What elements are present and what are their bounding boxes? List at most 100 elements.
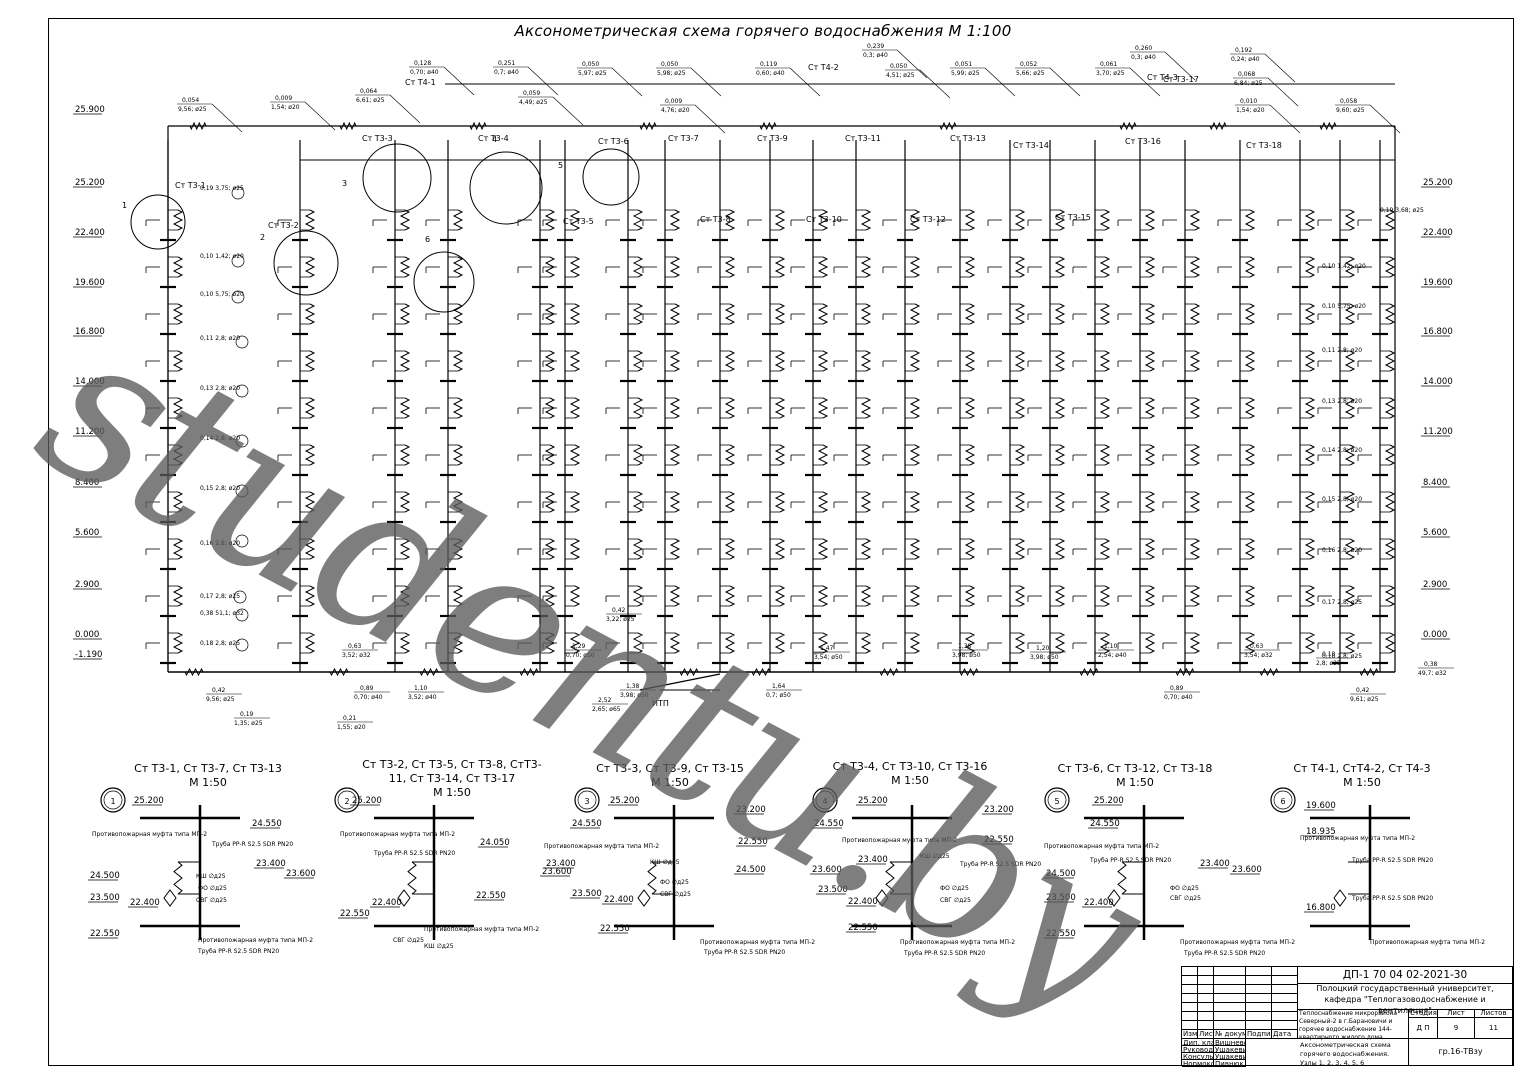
leader-line bbox=[984, 67, 1016, 97]
detail-note: ФО ∅д25 bbox=[660, 879, 689, 886]
riser-segment-label: 0,38 51,1; ø32 bbox=[200, 610, 244, 617]
towel-dryer-coil bbox=[724, 444, 736, 466]
riser-segment-label: 0,18 2,8; ø25 bbox=[200, 640, 240, 647]
towel-dryer-coil bbox=[569, 303, 581, 325]
detail-note: КШ ∅д25 bbox=[196, 873, 226, 880]
itp-label: ИТП bbox=[652, 699, 669, 708]
towel-dryer-coil bbox=[632, 303, 644, 325]
pipe-flow-value: 0,128 bbox=[414, 60, 431, 67]
towel-dryer-coil bbox=[909, 585, 921, 607]
leader-line bbox=[304, 101, 336, 131]
stamp-name: Ушакевич А.М. bbox=[1214, 1053, 1246, 1060]
stamp-grid-cell bbox=[1198, 976, 1214, 985]
detail-6-scale: М 1:50 bbox=[1343, 776, 1381, 789]
pipe-flow-value: 0,051 bbox=[955, 61, 972, 68]
towel-dryer-coil bbox=[860, 397, 872, 419]
towel-dryer-coil bbox=[1144, 491, 1156, 513]
stamp-grid-cell bbox=[1198, 1012, 1214, 1021]
leader-line bbox=[1269, 104, 1301, 134]
detail-level-mark: 23.500 bbox=[1046, 893, 1076, 903]
leader-line bbox=[1164, 51, 1196, 81]
pipe-coil-symbol bbox=[419, 667, 439, 677]
towel-dryer-coil bbox=[399, 303, 411, 325]
detail-valve-icon bbox=[1333, 889, 1347, 907]
towel-dryer-coil bbox=[304, 491, 316, 513]
riser-segment-label: 0,14 2,8; ø20 bbox=[200, 435, 240, 442]
towel-dryer-coil bbox=[1099, 397, 1111, 419]
sheets-header: Листов bbox=[1475, 1009, 1512, 1018]
stamp-grid-cell bbox=[1246, 985, 1272, 994]
towel-dryer-coil bbox=[1014, 397, 1026, 419]
riser-segment-label: 0,13 2,8; ø20 bbox=[1322, 398, 1362, 405]
riser-segment-label: 0,10 1,42; ø20 bbox=[200, 253, 244, 260]
towel-dryer-coil bbox=[860, 256, 872, 278]
towel-dryer-coil bbox=[1099, 538, 1111, 560]
detail-level-mark: 22.550 bbox=[600, 924, 630, 934]
riser-segment-label: 0,16 2,8; ø20 bbox=[1322, 547, 1362, 554]
pipe-coil-symbol bbox=[759, 121, 777, 131]
pipe-flow-value: 0,192 bbox=[1235, 47, 1252, 54]
leader-line bbox=[919, 69, 951, 99]
detail-level-mark: 24.500 bbox=[1046, 869, 1076, 879]
riser-label: Ст Т3-14 bbox=[1013, 141, 1049, 150]
detail-level-mark: 25.200 bbox=[352, 796, 382, 806]
towel-dryer-coil bbox=[1189, 303, 1201, 325]
stamp-grid-cell bbox=[1198, 994, 1214, 1003]
riser-label: Ст Т4-3 bbox=[1147, 73, 1178, 82]
detail-note: Труба PP-R S2.5 SDR PN20 bbox=[959, 861, 1041, 868]
towel-dryer-coil bbox=[1244, 209, 1256, 231]
level-mark-right: 8.400 bbox=[1423, 478, 1447, 488]
detail-3-scale: М 1:50 bbox=[651, 776, 689, 789]
detail-note: Труба PP-R S2.5 SDR PN20 bbox=[211, 841, 293, 848]
detail-2-risers: Ст Т3-2, Ст Т3-5, Ст Т3-8, СтТ3-11, Ст Т… bbox=[362, 758, 542, 785]
towel-dryer-coil bbox=[724, 585, 736, 607]
detail-note: Противопожарная муфта типа МП-2 bbox=[1044, 843, 1159, 850]
towel-dryer-coil bbox=[1304, 209, 1316, 231]
pipe-flow-value: 0,009 bbox=[665, 98, 682, 105]
stamp-grid-cell bbox=[1198, 967, 1214, 976]
towel-dryer-coil bbox=[860, 209, 872, 231]
leader-line bbox=[1264, 53, 1296, 83]
towel-dryer-coil bbox=[724, 303, 736, 325]
pipe-size-value: 2,65; ø65 bbox=[592, 706, 621, 713]
pipe-flow-value: 0,050 bbox=[661, 61, 678, 68]
towel-dryer-coil bbox=[817, 444, 829, 466]
towel-dryer-coil bbox=[1054, 491, 1066, 513]
towel-dryer-coil bbox=[817, 397, 829, 419]
detail-level-mark: 22.550 bbox=[90, 929, 120, 939]
towel-dryer-coil bbox=[569, 538, 581, 560]
stamp-column-header: № документа bbox=[1214, 1030, 1246, 1039]
pipe-size-value: 5,99; ø25 bbox=[951, 70, 980, 77]
segment-number-circle bbox=[235, 534, 249, 548]
pipe-flow-value: 0,050 bbox=[890, 63, 907, 70]
level-mark-left: -1.190 bbox=[75, 650, 102, 660]
towel-dryer-coil bbox=[399, 444, 411, 466]
towel-dryer-coil bbox=[1054, 444, 1066, 466]
detail-valve-icon bbox=[397, 889, 411, 907]
towel-dryer-coil bbox=[1244, 256, 1256, 278]
pipe-size-value: 3,98; ø50 bbox=[952, 652, 981, 659]
towel-dryer-coil bbox=[817, 303, 829, 325]
stamp-grid-cell bbox=[1246, 994, 1272, 1003]
towel-dryer-coil bbox=[1189, 491, 1201, 513]
pipe-flow-value: 0,010 bbox=[1240, 98, 1257, 105]
stamp-grid-cell bbox=[1198, 1021, 1214, 1030]
pipe-coil-symbol bbox=[1319, 121, 1337, 131]
detail-note: Труба PP-R S2.5 SDR PN20 bbox=[1351, 857, 1433, 864]
towel-dryer-coil bbox=[399, 538, 411, 560]
pipe-flow-value: 0,42 bbox=[212, 687, 226, 694]
node-callout-number: 5 bbox=[558, 161, 563, 170]
detail-note: Противопожарная муфта типа МП-2 bbox=[842, 837, 957, 844]
page-title: Аксонометрическая схема горячего водосна… bbox=[514, 22, 1012, 40]
pipe-size-value: 1,55; ø20 bbox=[337, 724, 366, 731]
towel-dryer-coil bbox=[909, 303, 921, 325]
level-mark-left: 22.400 bbox=[75, 228, 105, 238]
pipe-size-value: 3,52; ø40 bbox=[408, 694, 437, 701]
detail-3-risers: Ст Т3-3, Ст Т3-9, Ст Т3-15 bbox=[596, 762, 744, 775]
pipe-flow-value: 0,054 bbox=[182, 97, 199, 104]
pipe-size-value: 3,98; ø50 bbox=[1030, 654, 1059, 661]
towel-dryer-coil bbox=[569, 350, 581, 372]
towel-dryer-coil bbox=[1189, 209, 1201, 231]
towel-dryer-coil bbox=[909, 444, 921, 466]
pipe-coil-symbol bbox=[469, 121, 487, 131]
